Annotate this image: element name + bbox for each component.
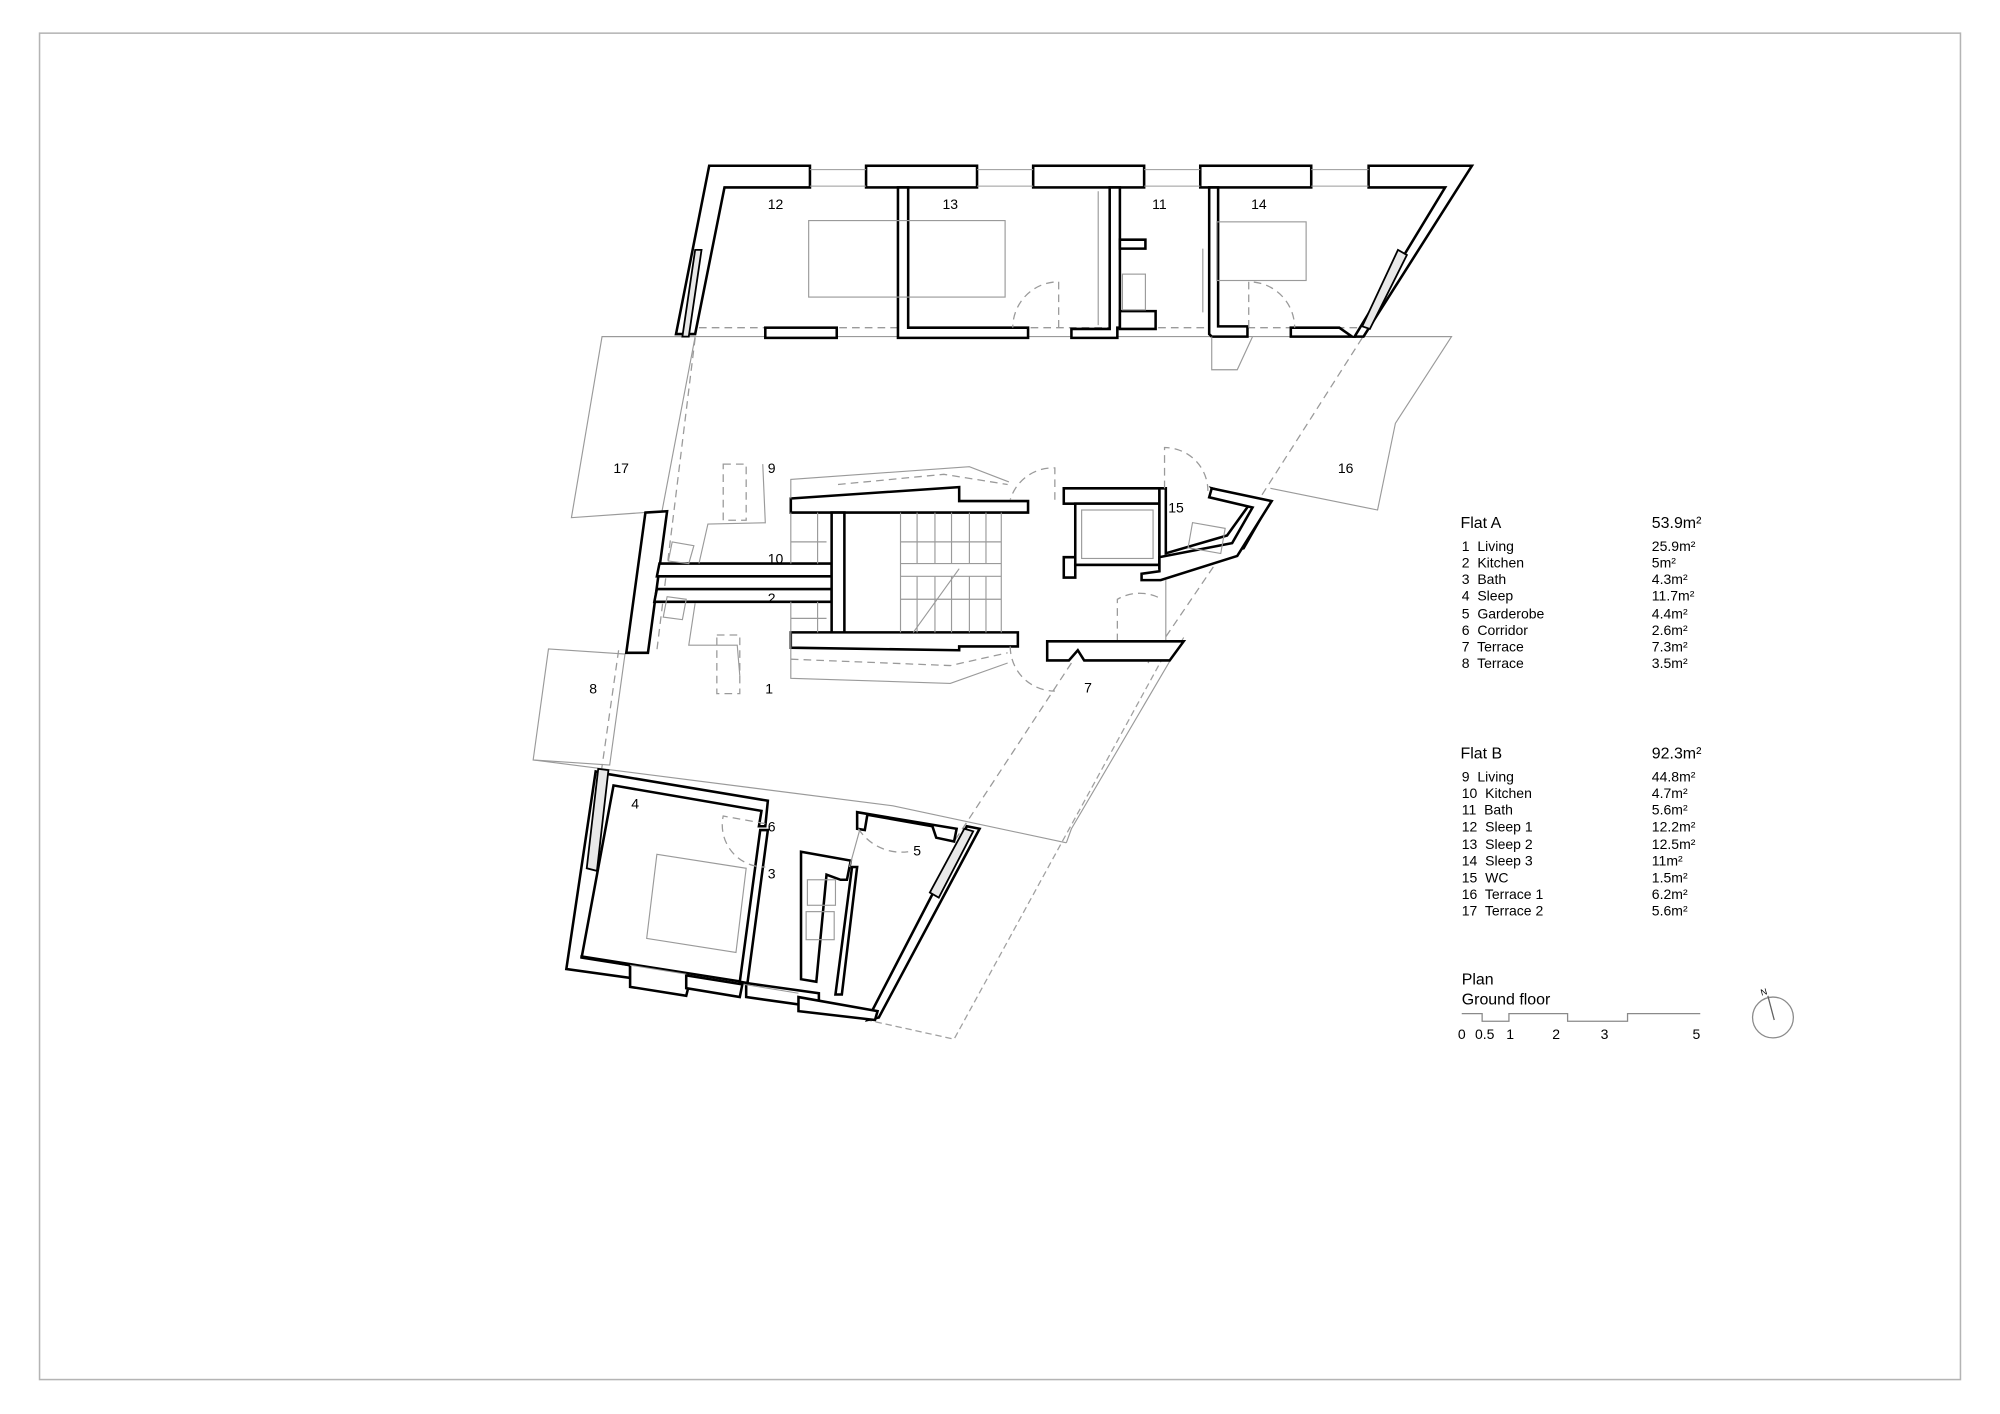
room-label-9: 9 — [768, 460, 776, 476]
flat-a-room-label: 5 Garderobe — [1462, 605, 1545, 621]
room-label-4: 4 — [631, 795, 639, 811]
middle-block-walls — [624, 446, 1274, 692]
flat-a-room-label: 3 Bath — [1462, 571, 1506, 587]
flat-b-room-label: 12 Sleep 1 — [1462, 818, 1533, 834]
north-label: N — [1759, 986, 1768, 997]
flat-b-room-area: 5.6m² — [1652, 902, 1688, 918]
flat-a-room-label: 7 Terrace — [1462, 639, 1524, 655]
flat-a-room-label: 4 Sleep — [1462, 588, 1514, 604]
room-labels: 1 2 3 4 5 6 7 8 9 10 11 12 13 14 15 16 1… — [589, 196, 1353, 881]
flat-b-room-label: 9 Living — [1462, 769, 1514, 785]
flat-a-room-label: 6 Corridor — [1462, 622, 1529, 638]
plan-subtitle: Ground floor — [1462, 992, 1551, 1009]
legend-flat-a: Flat A 53.9m² 1 Living 25.9m² 2 Kitchen … — [1460, 515, 1701, 671]
flat-a-room-label: 8 Terrace — [1462, 655, 1524, 671]
bed-12 — [808, 220, 1006, 298]
stair-treads — [899, 512, 1002, 633]
flat-b-total: 92.3m² — [1652, 746, 1702, 763]
flat-a-room-area: 4.4m² — [1652, 605, 1688, 621]
sheet-frame — [38, 32, 1962, 1381]
flat-a-room-area: 11.7m² — [1652, 588, 1695, 604]
bed-14 — [1216, 221, 1307, 282]
bed-4 — [646, 853, 747, 954]
flat-b-room-label: 11 Bath — [1462, 802, 1513, 818]
room-label-8: 8 — [589, 681, 597, 697]
flat-a-room-area: 3.5m² — [1652, 655, 1688, 671]
flat-b-room-area: 12.2m² — [1652, 818, 1696, 834]
flat-a-room-label: 1 Living — [1462, 538, 1514, 554]
room-label-7: 7 — [1084, 679, 1092, 695]
scale-tick: 2 — [1552, 1026, 1560, 1042]
flat-b-room-area: 5.6m² — [1652, 802, 1688, 818]
flat-b-room-label: 17 Terrace 2 — [1462, 902, 1544, 918]
room-label-14: 14 — [1251, 196, 1267, 212]
flat-a-room-area: 5m² — [1652, 554, 1676, 570]
legend-flat-b: Flat B 92.3m² 9 Living 44.8m² 10 Kitchen… — [1460, 746, 1701, 919]
flat-a-room-area: 4.3m² — [1652, 571, 1688, 587]
north-arrow-icon: N — [1751, 986, 1795, 1039]
room-label-2: 2 — [768, 590, 776, 606]
room-label-5: 5 — [913, 843, 921, 859]
room-label-17: 17 — [613, 460, 629, 476]
terrace-outlines — [532, 336, 1453, 1040]
flat-b-room-label: 14 Sleep 3 — [1462, 853, 1533, 869]
title-block: Plan Ground floor — [1462, 971, 1551, 1008]
room-label-6: 6 — [768, 818, 776, 834]
room-label-16: 16 — [1338, 460, 1354, 476]
flat-b-room-area: 6.2m² — [1652, 886, 1688, 902]
flat-b-room-label: 13 Sleep 2 — [1462, 836, 1533, 852]
flat-b-room-area: 12.5m² — [1652, 836, 1696, 852]
room-label-11: 11 — [1152, 196, 1167, 212]
top-block-walls — [674, 164, 1475, 371]
plan-title: Plan — [1462, 971, 1494, 988]
flat-a-total: 53.9m² — [1652, 515, 1702, 532]
overhead-dashed-lines — [592, 327, 1363, 842]
room-label-1: 1 — [765, 681, 773, 697]
flat-b-room-label: 15 WC — [1462, 869, 1509, 885]
flat-b-room-area: 44.8m² — [1652, 769, 1696, 785]
scale-tick: 0 — [1458, 1026, 1466, 1042]
flat-a-room-area: 2.6m² — [1652, 622, 1688, 638]
room-label-3: 3 — [768, 865, 776, 881]
room-label-13: 13 — [942, 196, 958, 212]
flat-b-room-area: 4.7m² — [1652, 785, 1688, 801]
scale-bar: 0 0.5 1 2 3 5 — [1458, 1013, 1701, 1042]
room-label-15: 15 — [1168, 500, 1184, 516]
scale-tick: 5 — [1693, 1026, 1701, 1042]
flat-b-room-label: 16 Terrace 1 — [1462, 886, 1544, 902]
flat-b-title: Flat B — [1460, 746, 1502, 763]
room-label-10: 10 — [768, 551, 784, 567]
bottom-block-walls — [564, 767, 982, 1022]
scale-tick: 3 — [1601, 1026, 1609, 1042]
flat-a-room-label: 2 Kitchen — [1462, 554, 1524, 570]
flat-b-room-area: 1.5m² — [1652, 869, 1688, 885]
flat-a-room-area: 25.9m² — [1652, 538, 1696, 554]
flat-a-title: Flat A — [1460, 515, 1501, 532]
scale-tick: 0.5 — [1475, 1026, 1495, 1042]
flat-b-room-label: 10 Kitchen — [1462, 785, 1532, 801]
flat-a-room-area: 7.3m² — [1652, 639, 1688, 655]
flat-b-room-area: 11m² — [1652, 853, 1683, 869]
scale-tick: 1 — [1506, 1026, 1514, 1042]
room-label-12: 12 — [768, 196, 784, 212]
